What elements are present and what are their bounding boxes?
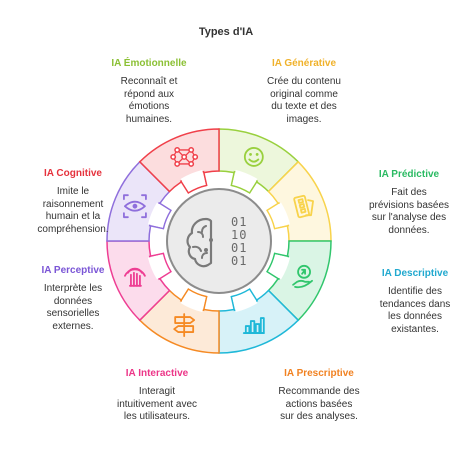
type-title: IA Cognitive xyxy=(44,168,102,179)
description-line: données. xyxy=(388,224,430,236)
description-line: Reconnaît et xyxy=(120,76,178,87)
description-line: original comme xyxy=(270,88,338,100)
description-line: existantes. xyxy=(391,323,439,335)
type-title: IA Interactive xyxy=(125,368,189,379)
description-line: actions basées xyxy=(285,398,353,410)
segment-predictive xyxy=(266,240,332,322)
description-line: sur des analyses. xyxy=(280,411,358,422)
binary-row: 01 xyxy=(231,254,247,268)
description-line: émotions xyxy=(128,101,170,112)
description-line: répond aux xyxy=(123,88,175,100)
segment-perceptive xyxy=(106,160,172,242)
segment-generative xyxy=(266,160,332,242)
description-line: Recommande des xyxy=(278,386,360,397)
diagram-title: Types d'IA xyxy=(198,26,254,38)
smiley-face-icon xyxy=(243,147,264,167)
eye-icon xyxy=(123,194,147,219)
touch-gesture-icon xyxy=(124,267,146,287)
description-line: raisonnement xyxy=(42,198,104,210)
segment-emotionnelle xyxy=(218,128,300,194)
description-line: Interprète les xyxy=(43,283,103,294)
type-title: IA Générative xyxy=(271,58,337,69)
bar-chart-icon xyxy=(242,317,265,334)
description-line: compréhension. xyxy=(37,223,109,235)
type-title: IA Émotionnelle xyxy=(111,58,187,69)
binary-row: 10 xyxy=(231,228,247,242)
hand-growth-icon xyxy=(292,264,313,289)
binary-row: 01 xyxy=(231,215,247,229)
segment-cognitive xyxy=(138,128,220,194)
type-title: IA Perceptive xyxy=(41,265,105,276)
color-palette-icon xyxy=(293,194,314,219)
description-line: tendances dans xyxy=(379,298,451,310)
description-line: humain et la xyxy=(45,211,101,222)
neural-network-icon xyxy=(170,146,199,167)
center-core xyxy=(166,188,272,294)
type-title: IA Prédictive xyxy=(378,169,440,180)
description-line: les données xyxy=(388,311,442,322)
description-line: prévisions basées xyxy=(368,199,450,211)
description-line: données xyxy=(53,295,93,307)
binary-row: 01 xyxy=(231,241,247,255)
type-title: IA Prescriptive xyxy=(284,368,354,379)
description-line: Fait des xyxy=(391,187,427,198)
description-line: humaines. xyxy=(125,113,173,125)
segment-interactive xyxy=(106,240,172,322)
description-line: Crée du contenu xyxy=(267,76,341,87)
description-line: les utilisateurs. xyxy=(123,411,191,422)
type-title: IA Descriptive xyxy=(381,268,449,279)
description-line: sensorielles xyxy=(46,308,100,319)
description-line: images. xyxy=(286,113,322,125)
segment-fill-cognitive xyxy=(138,128,220,193)
description-line: Identifie des xyxy=(388,286,442,297)
description-line: du texte et des xyxy=(271,101,337,112)
description-line: sur l'analyse des xyxy=(371,212,447,223)
description-line: Imite le xyxy=(56,186,90,197)
description-line: Interagit xyxy=(138,386,176,397)
description-line: externes. xyxy=(52,320,94,332)
signpost-icon xyxy=(173,313,196,337)
description-line: intuitivement avec xyxy=(116,398,198,410)
